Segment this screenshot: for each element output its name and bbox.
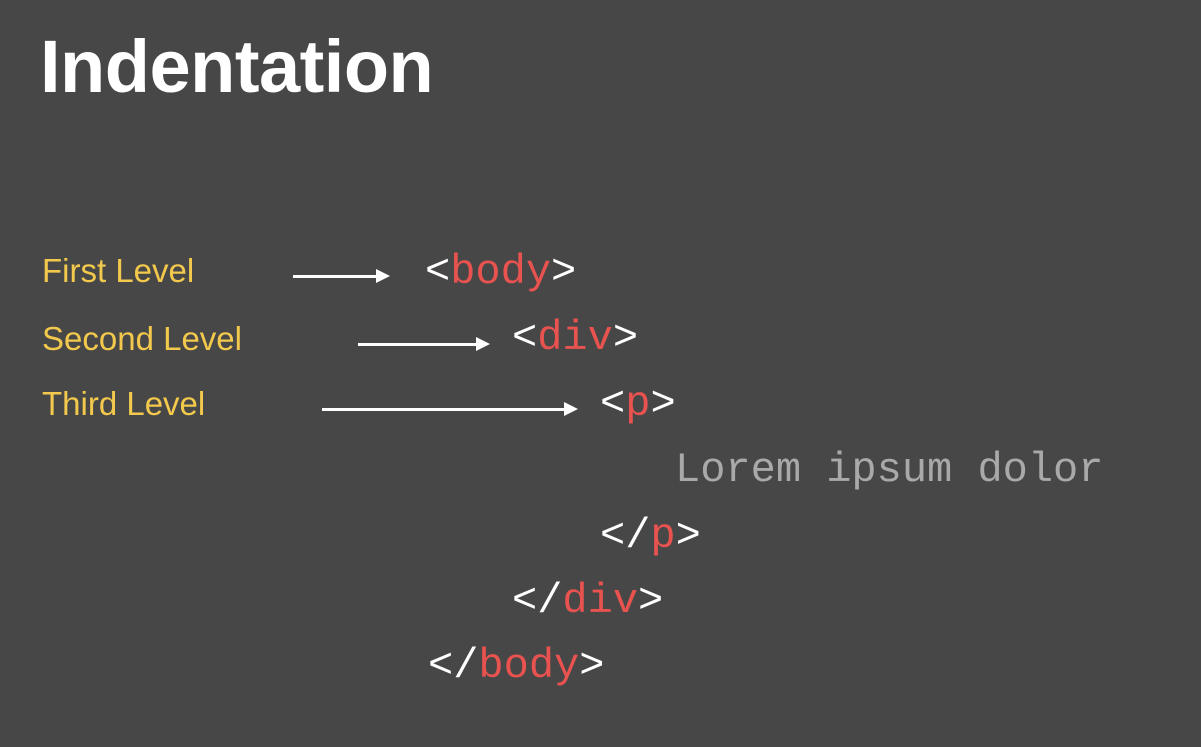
level-row-first: First Level [0,250,1201,306]
page-title: Indentation [40,25,434,108]
code-line-open-body: <body> [425,246,576,298]
level-label-second: Second Level [42,320,242,357]
code-punct-close: > [612,314,639,362]
level-row-second: Second Level [0,318,1201,374]
code-text-content: Lorem ipsum dolor [675,446,1104,494]
code-punct-open: < [425,248,451,296]
code-punct-open: < [600,380,626,428]
code-tag-name: body [478,642,580,690]
code-tag-name: div [537,314,613,362]
code-punct-close: > [675,512,701,560]
code-punct-close: > [638,577,664,625]
long-arrow-right-icon [293,269,390,283]
long-arrow-right-icon [322,402,578,416]
level-label-first: First Level [42,252,195,289]
code-line-close-div: </div> [512,575,663,627]
code-punct-open: </ [512,577,563,625]
code-punct-close: > [551,248,577,296]
code-line-close-body: </body> [428,640,604,692]
code-line-close-p: </p> [600,510,701,562]
level-label-third: Third Level [42,385,206,422]
code-line-open-div: <div> [512,312,638,364]
code-punct-open: </ [600,512,651,560]
code-line-body-text: Lorem ipsum dolor [675,444,1103,496]
code-tag-name: body [450,248,552,296]
code-punct-open: < [512,314,538,362]
long-arrow-right-icon [358,337,490,351]
level-row-third: Third Level [0,383,1201,439]
code-punct-close: > [579,642,605,690]
code-tag-name: div [562,577,639,625]
code-tag-name: p [650,512,676,560]
code-punct-close: > [650,380,676,428]
code-punct-open: </ [428,642,479,690]
code-line-open-p: <p> [600,378,676,430]
code-tag-name: p [625,380,651,428]
